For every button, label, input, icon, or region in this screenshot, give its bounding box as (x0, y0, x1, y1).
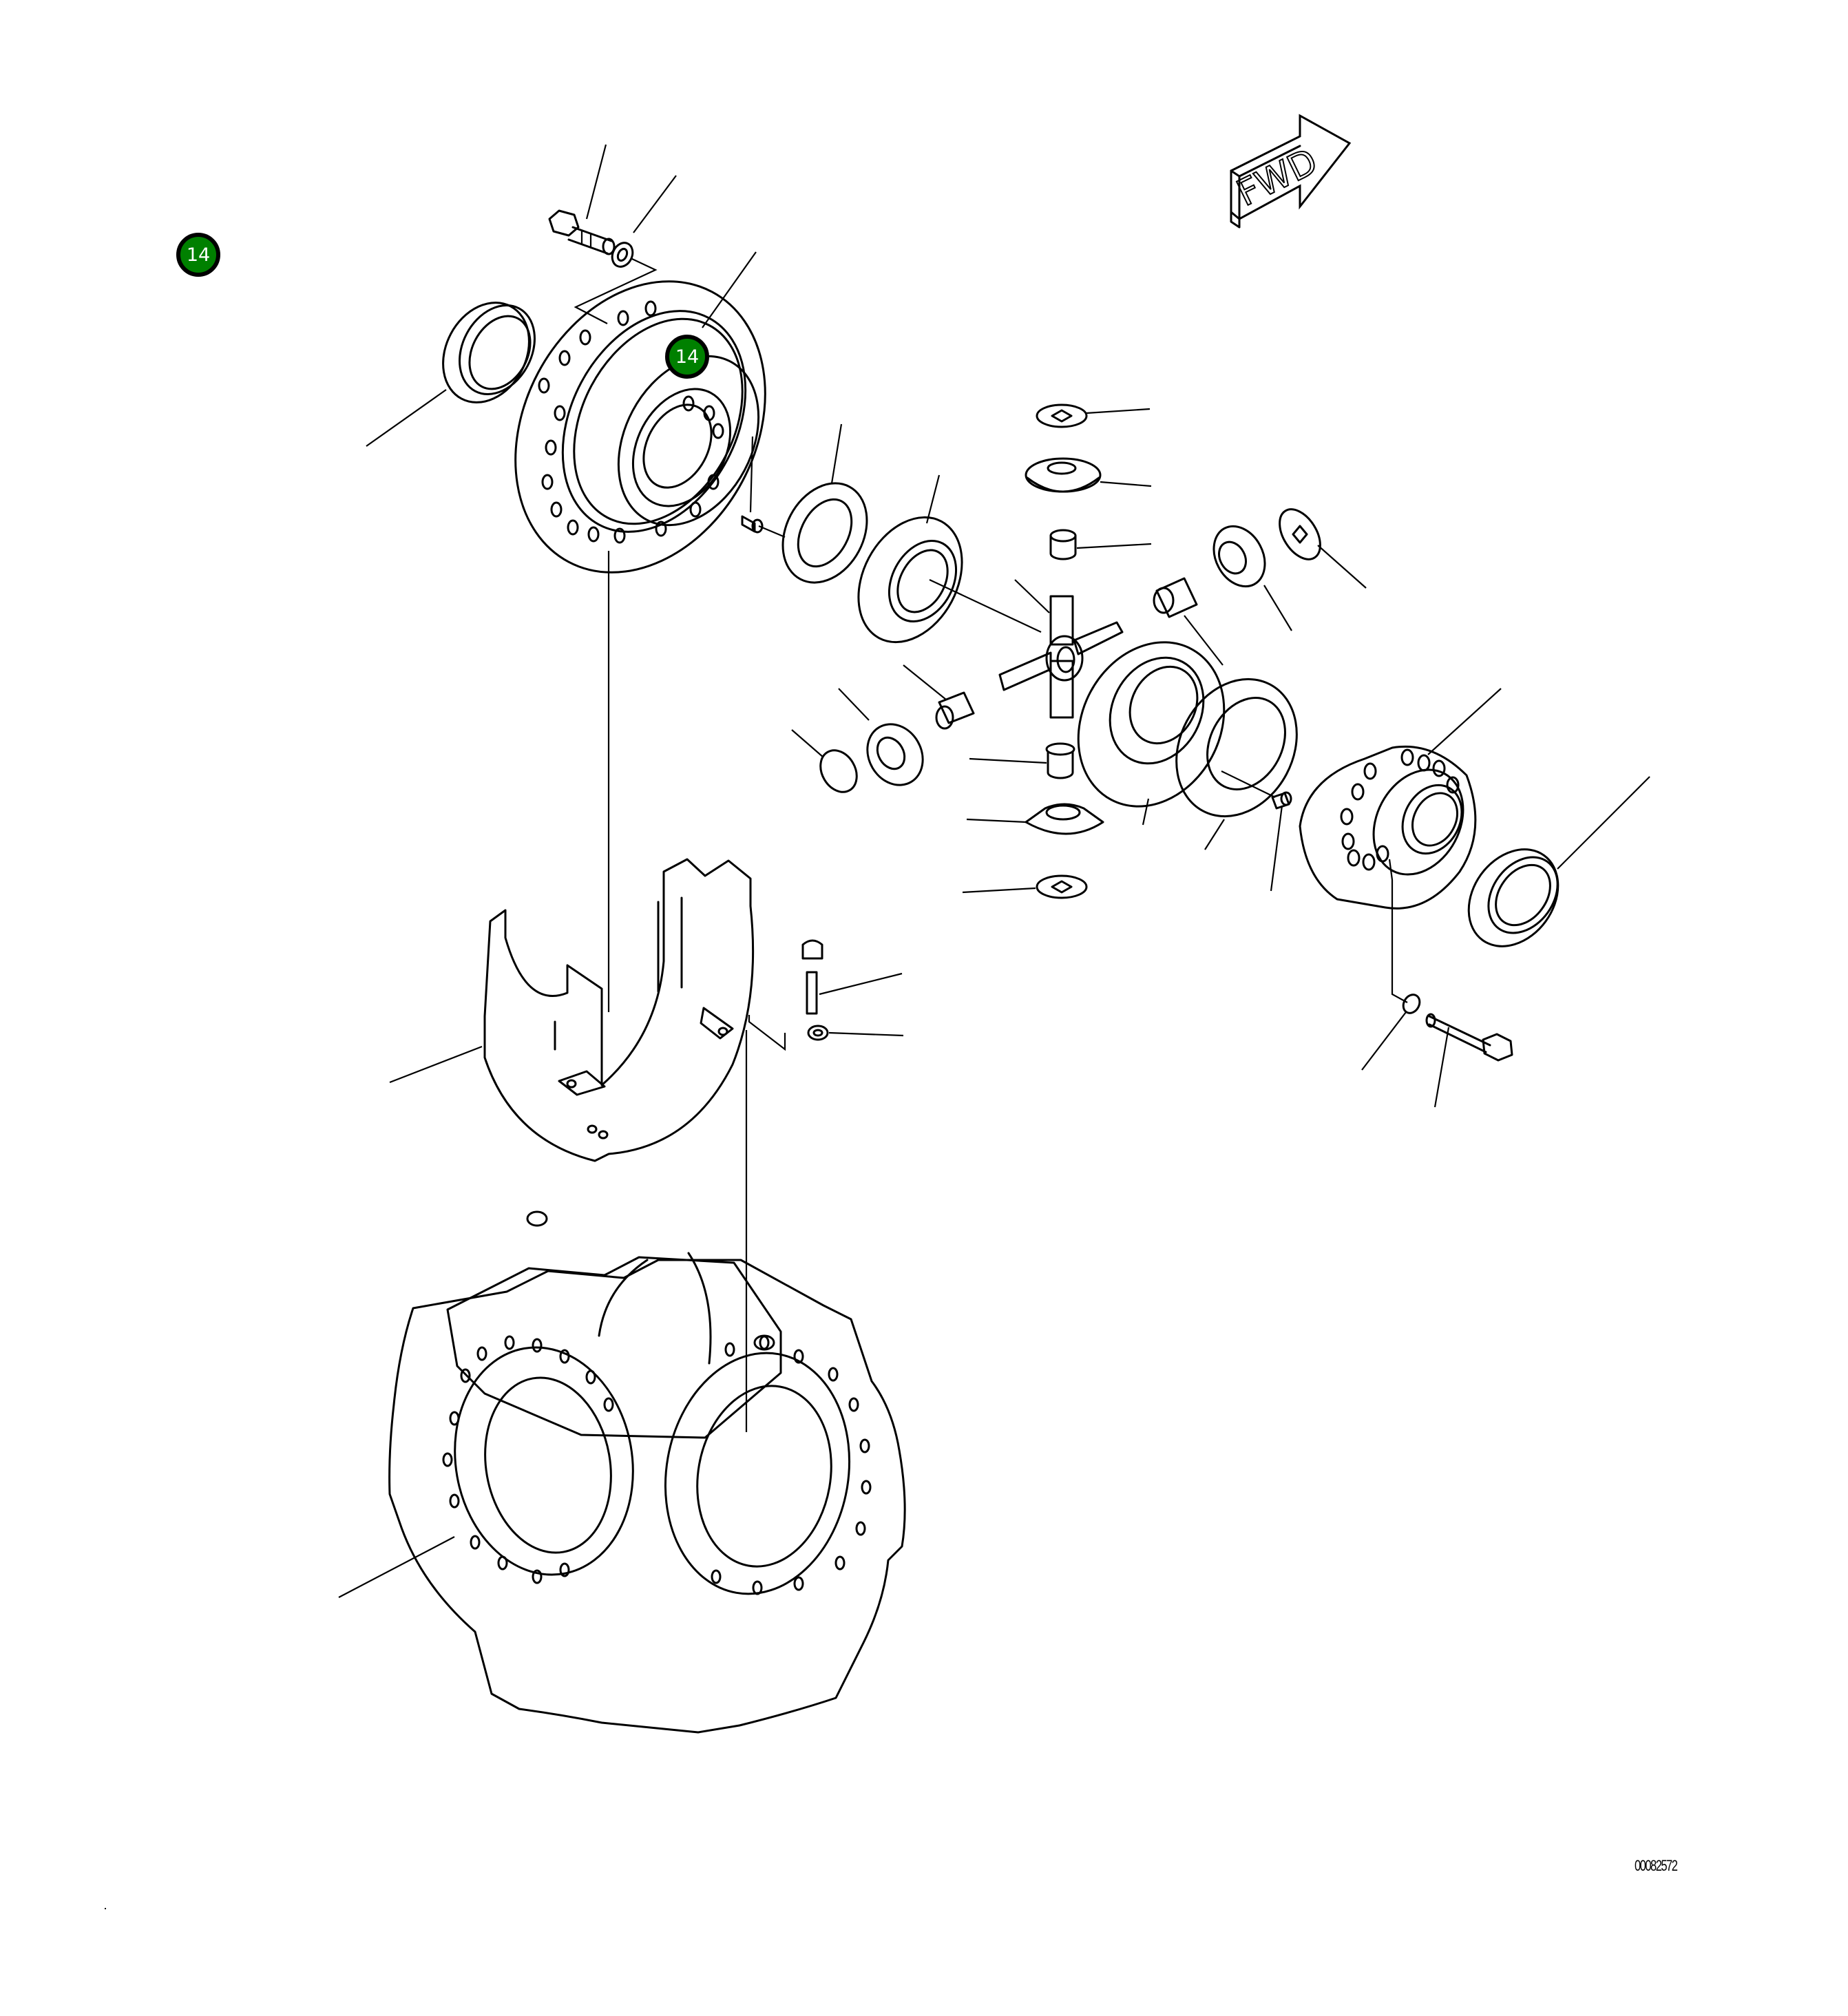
bushing-left (903, 664, 975, 730)
bushing-top (1049, 529, 1152, 560)
washer-top (574, 175, 677, 324)
pinion-thrust-washer-right (1279, 508, 1367, 589)
axle-housing (338, 1210, 906, 1734)
dowel-pin-right (1270, 791, 1292, 892)
bushing-right (1153, 577, 1224, 666)
drawing-reference-number: 00082572 (1635, 1857, 1678, 1874)
pinion-thrust-washer-bottom (962, 874, 1088, 899)
side-gear-left (857, 474, 1042, 644)
callout-label: 14 (186, 244, 211, 266)
pinion-gear-bottom (966, 803, 1104, 835)
bearing-right (1467, 776, 1650, 947)
callout-label: 14 (675, 346, 700, 368)
callout-badge-carrier[interactable]: 14 (665, 335, 709, 379)
thrust-plate-right (1175, 678, 1298, 850)
carrier-flange (514, 251, 766, 1012)
thrust-plate-left (781, 423, 868, 584)
bolt-top (548, 144, 616, 255)
guard-bracket (389, 858, 786, 1432)
pinion-thrust-washer-top (1036, 403, 1151, 428)
pinion-gear-top (1025, 457, 1152, 493)
differential-case (1299, 688, 1502, 1003)
spider-cross (998, 579, 1124, 719)
dowel-pin-left (741, 436, 786, 538)
washer-right (1361, 994, 1421, 1071)
bearing-left (366, 302, 536, 447)
callout-badge-legend[interactable]: 14 (176, 233, 220, 277)
pinion-thrust-washer-left (791, 729, 858, 793)
bushing-bottom (969, 742, 1075, 779)
pinion-gear-left (838, 688, 924, 786)
washer-guard (807, 1025, 904, 1041)
bolt-right (1425, 1013, 1513, 1108)
speck (105, 1908, 106, 1909)
side-gear-right (1077, 641, 1226, 826)
fwd-arrow-icon: FWD (1230, 114, 1352, 229)
pinion-gear-right (1212, 525, 1292, 631)
bolt-guard (801, 939, 903, 1015)
